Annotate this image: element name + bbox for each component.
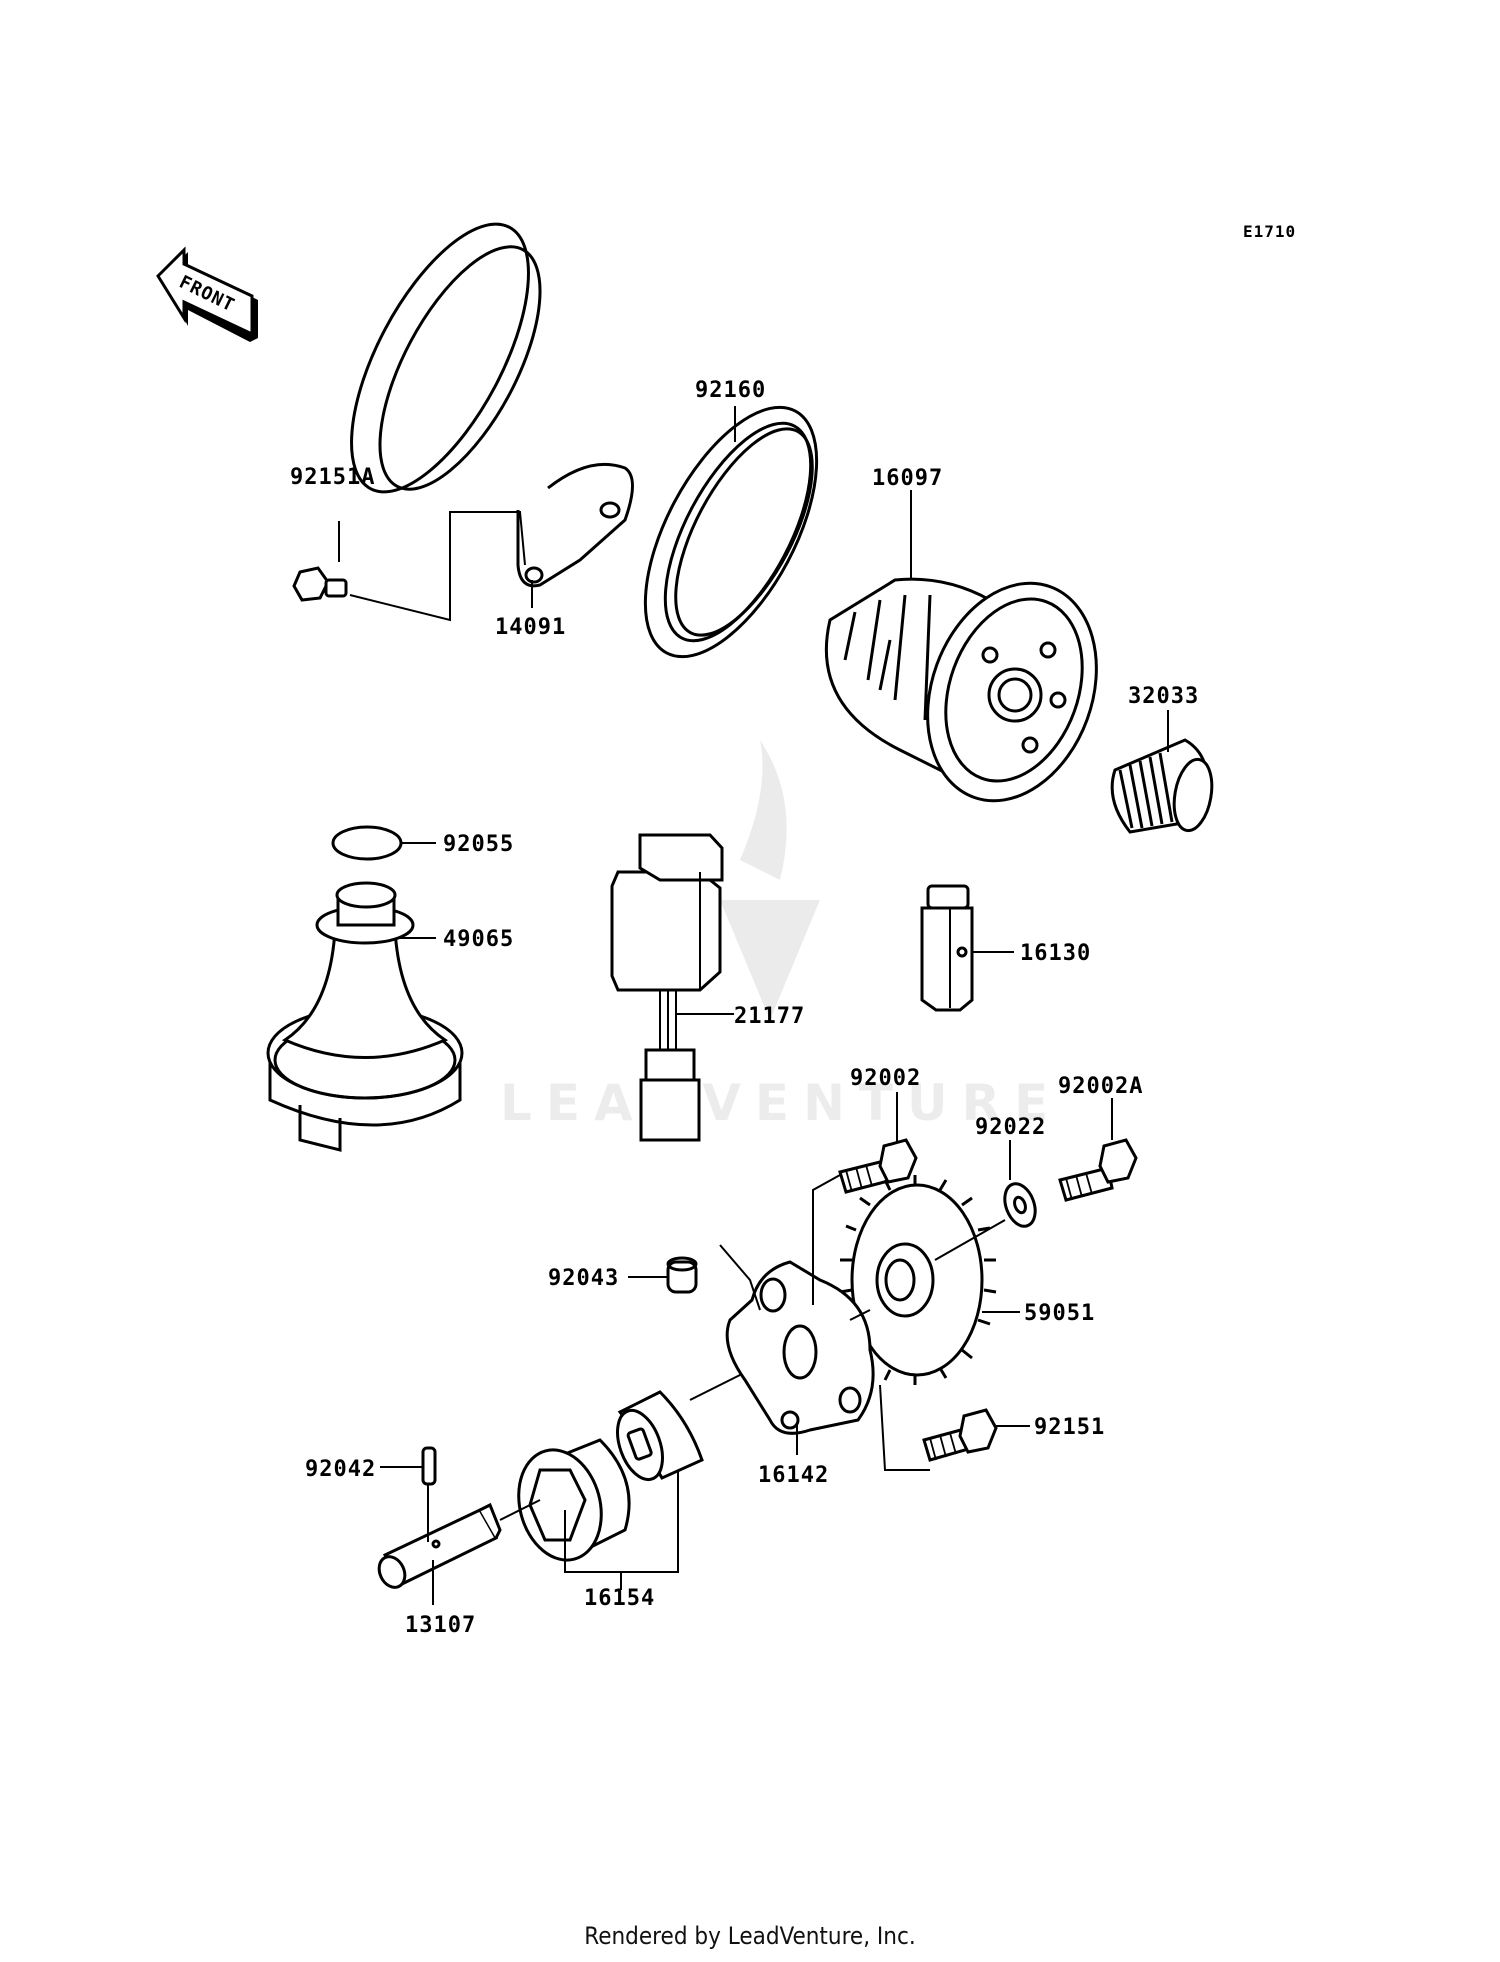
part-label: 92042 [305,1457,376,1482]
bolt-92151a [292,566,348,602]
fitting-16130 [920,884,974,1012]
inner-rotor [616,1390,704,1482]
diagram-code: E1710 [1243,222,1296,241]
part-label: 92151 [1034,1415,1105,1440]
part-label: 59051 [1024,1301,1095,1326]
front-arrow-icon: FRONT [156,246,258,342]
shaft-13107 [377,1502,502,1589]
switch-21177 [610,833,724,1142]
watermark: LEADVENTURE [500,1074,1062,1132]
part-label: 92002 [850,1066,921,1091]
strainer-49065 [266,881,464,1152]
part-label: 32033 [1128,684,1199,709]
pin-92042 [421,1446,437,1486]
bolt-92002a [1058,1138,1138,1202]
part-label: 21177 [734,1004,805,1029]
part-label: 16130 [1020,941,1091,966]
part-label: 14091 [495,615,566,640]
part-label: 16142 [758,1463,829,1488]
part-label: 92055 [443,832,514,857]
part-label: 49065 [443,927,514,952]
pump-axis-line [499,1499,541,1521]
part-label: 92160 [695,378,766,403]
oil-filter-cover-bracket [350,222,634,588]
pump-cover-16142 [725,1260,875,1435]
bolt-92002 [838,1138,918,1194]
outer-rotor [517,1438,631,1562]
part-label: 16097 [872,466,943,491]
part-label: 92043 [548,1266,619,1291]
watermark-logo [720,740,820,1020]
oil-filter-16097 [824,577,1098,803]
part-label: 13107 [405,1613,476,1638]
part-label: 92002A [1058,1074,1143,1099]
part-label: 92022 [975,1115,1046,1140]
pipe-32033 [1110,738,1214,834]
dowel-pin-92043 [666,1256,698,1294]
o-ring-92055 [331,825,403,861]
ring-92160 [643,405,819,659]
part-label: 92151A [290,465,375,490]
gear-59051 [839,1175,997,1385]
part-label: 16154 [584,1586,655,1611]
bolt-92151 [922,1408,998,1462]
footer-credit: Rendered by LeadVenture, Inc. [584,1922,916,1950]
washer-92022 [1003,1182,1037,1228]
